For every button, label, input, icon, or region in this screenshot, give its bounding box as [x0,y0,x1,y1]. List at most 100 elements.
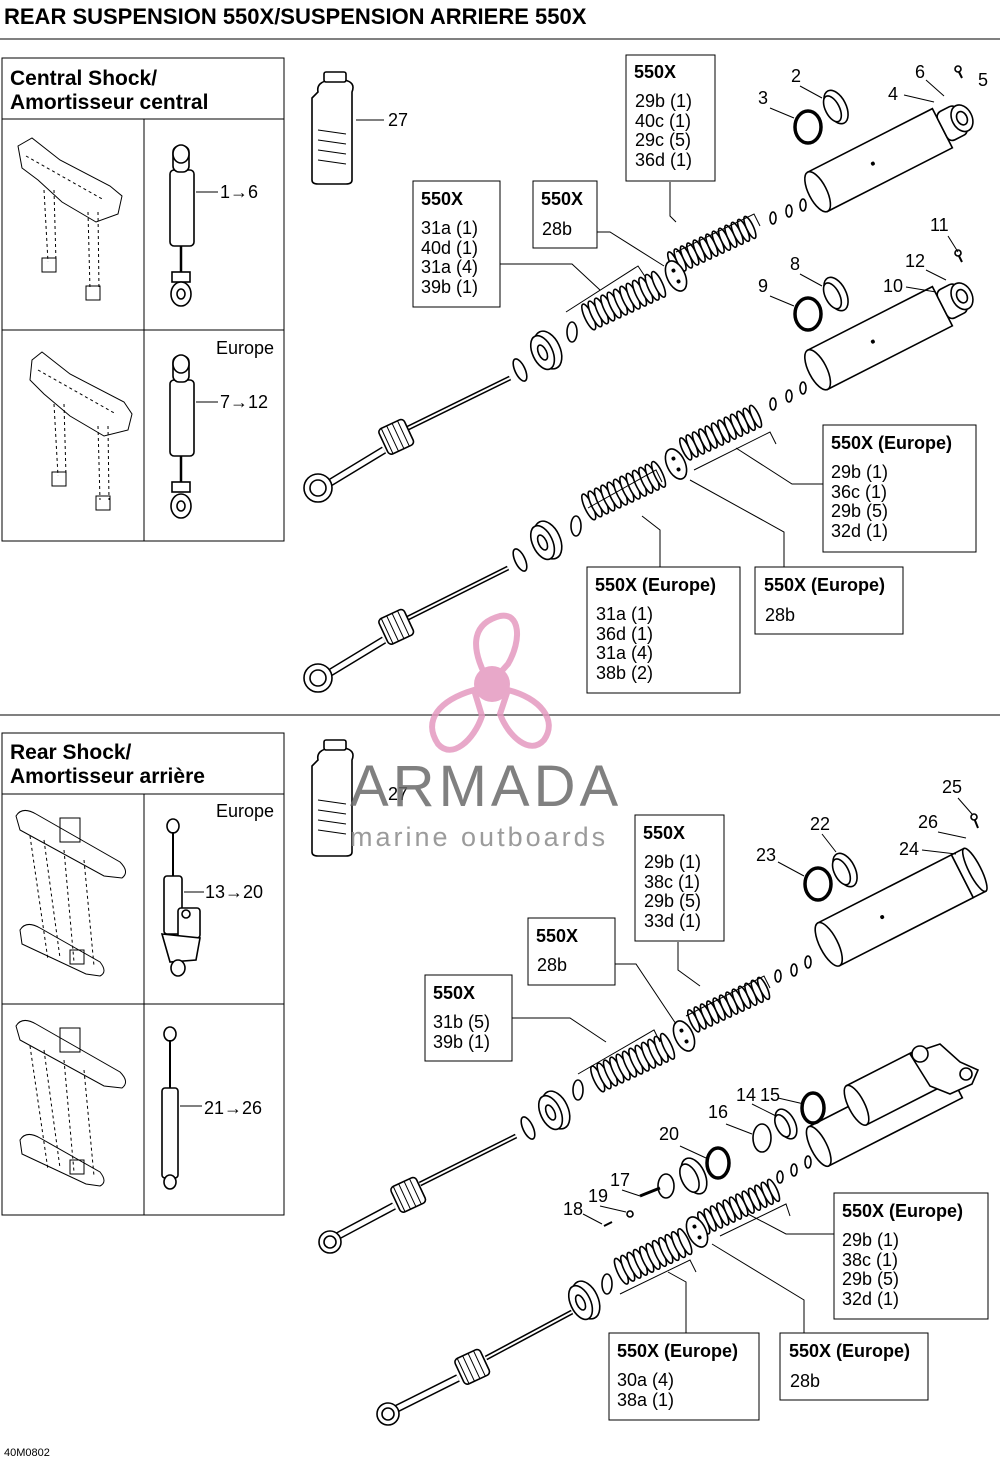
callout-11: 11 [930,215,949,235]
callout-16: 16 [708,1102,728,1122]
svg-text:36c (1): 36c (1) [831,482,887,502]
rear-shock-heading-en: Rear Shock/ [10,741,132,764]
frame-illustration-rear-europe [15,810,126,977]
callout-24: 24 [899,839,919,859]
central-shock-heading-fr: Amortisseur central [10,91,208,114]
central-shock-range-standard: 1→6 [220,182,258,202]
central-shock-heading-en: Central Shock/ [10,67,157,90]
rear-shock-illustration-standard [161,1026,179,1190]
svg-text:31b (5): 31b (5) [433,1012,490,1032]
kit-box-5: 550X (Europe) 31a (1) 36d (1) 31a (4) 38… [586,566,741,694]
callout-14: 14 [736,1085,756,1105]
svg-text:28b: 28b [765,605,795,625]
svg-text:29b (5): 29b (5) [831,501,888,521]
callout-12: 12 [905,251,925,271]
callout-19: 19 [588,1186,608,1206]
kit-box-4: 550X (Europe) 29b (1) 36c (1) 29b (5) 32… [822,424,977,553]
rear-shock-europe-label: Europe [216,801,274,821]
callout-22: 22 [810,814,830,834]
svg-text:29b (1): 29b (1) [644,852,701,872]
kit-box-2: 550X 31a (1) 40d (1) 31a (4) 39b (1) [412,180,501,308]
svg-text:29b (1): 29b (1) [842,1230,899,1250]
callout-2: 2 [791,66,801,86]
svg-text:36d (1): 36d (1) [635,150,692,170]
rear-shock-range-europe: 13→20 [205,882,263,902]
svg-text:40d (1): 40d (1) [421,238,478,258]
oil-bottle-part-27-rear [311,739,354,857]
svg-text:38c (1): 38c (1) [644,872,700,892]
rear-shock-exploded-standard [318,813,988,1254]
svg-text:29b (5): 29b (5) [644,891,701,911]
kit-box-11: 550X (Europe) 30a (4) 38a (1) [608,1332,760,1421]
svg-text:38c (1): 38c (1) [842,1250,898,1270]
svg-text:29b (5): 29b (5) [842,1269,899,1289]
rear-shock-heading-fr: Amortisseur arrière [10,765,205,788]
svg-text:31a (1): 31a (1) [421,218,478,238]
svg-text:38b (2): 38b (2) [596,663,653,683]
svg-text:40c (1): 40c (1) [635,111,691,131]
svg-text:550X: 550X [421,189,463,209]
callout-4: 4 [888,84,898,104]
callout-26: 26 [918,812,938,832]
svg-text:550X (Europe): 550X (Europe) [617,1341,738,1361]
svg-text:33d (1): 33d (1) [644,911,701,931]
frame-illustration-central-europe [29,351,133,511]
watermark-brand: ARMADA [350,754,622,819]
rear-shock-exploded-europe [376,1043,980,1426]
watermark-tagline: marine outboards [350,822,608,852]
central-shock-table: Central Shock/ Amortisseur central 1→6 [1,57,285,542]
rear-shock-range-standard: 21→26 [204,1098,262,1118]
callout-6: 6 [915,62,925,82]
central-shock-europe-label: Europe [216,338,274,358]
svg-text:39b (1): 39b (1) [421,277,478,297]
armada-watermark: ARMADA marine outboards [350,612,622,852]
callout-9: 9 [758,276,768,296]
svg-text:31a (4): 31a (4) [596,643,653,663]
central-shock-exploded-standard [303,65,974,503]
svg-text:29c (5): 29c (5) [635,130,691,150]
callout-25: 25 [942,777,962,797]
callout-20: 20 [659,1124,679,1144]
kit-box-8: 550X 28b [527,917,616,986]
central-shock-exploded-europe [303,249,974,693]
svg-text:39b (1): 39b (1) [433,1032,490,1052]
svg-text:550X (Europe): 550X (Europe) [595,575,716,595]
footer-code: 40M0802 [4,1447,50,1459]
kit-box-3: 550X 28b [532,180,598,249]
svg-text:31a (4): 31a (4) [421,257,478,277]
svg-text:550X: 550X [536,926,578,946]
svg-text:28b: 28b [537,955,567,975]
svg-text:550X (Europe): 550X (Europe) [764,575,885,595]
kit-box-1: 550X 29b (1) 40c (1) 29c (5) 36d (1) [625,54,716,182]
svg-text:550X: 550X [634,62,676,82]
central-shock-illustration-standard [169,144,195,307]
callout-18: 18 [563,1199,583,1219]
svg-text:30a (4): 30a (4) [617,1370,674,1390]
kit-box-6: 550X (Europe) 28b [754,566,904,635]
svg-text:550X: 550X [643,823,685,843]
svg-text:29b (1): 29b (1) [635,91,692,111]
callout-10: 10 [883,276,903,296]
svg-text:550X (Europe): 550X (Europe) [842,1201,963,1221]
callout-27-top: 27 [388,110,408,130]
propeller-logo-icon [429,612,552,753]
rear-shock-illustration-europe [160,818,201,977]
svg-text:28b: 28b [542,219,572,239]
svg-text:550X (Europe): 550X (Europe) [831,433,952,453]
callout-5: 5 [978,70,988,90]
callout-15: 15 [760,1085,780,1105]
kit-box-12: 550X (Europe) 28b [779,1332,929,1401]
page-title: REAR SUSPENSION 550X/SUSPENSION ARRIERE … [4,4,587,29]
callout-3: 3 [758,88,768,108]
svg-text:550X: 550X [433,983,475,1003]
svg-text:29b (1): 29b (1) [831,462,888,482]
callout-17: 17 [610,1170,630,1190]
callout-8: 8 [790,254,800,274]
svg-text:28b: 28b [790,1371,820,1391]
callout-27-bottom: 27 [388,784,408,804]
frame-illustration-central-standard [17,137,123,301]
svg-text:32d (1): 32d (1) [842,1289,899,1309]
svg-text:36d (1): 36d (1) [596,624,653,644]
svg-text:38a (1): 38a (1) [617,1390,674,1410]
kit-box-9: 550X 31b (5) 39b (1) [424,974,513,1062]
